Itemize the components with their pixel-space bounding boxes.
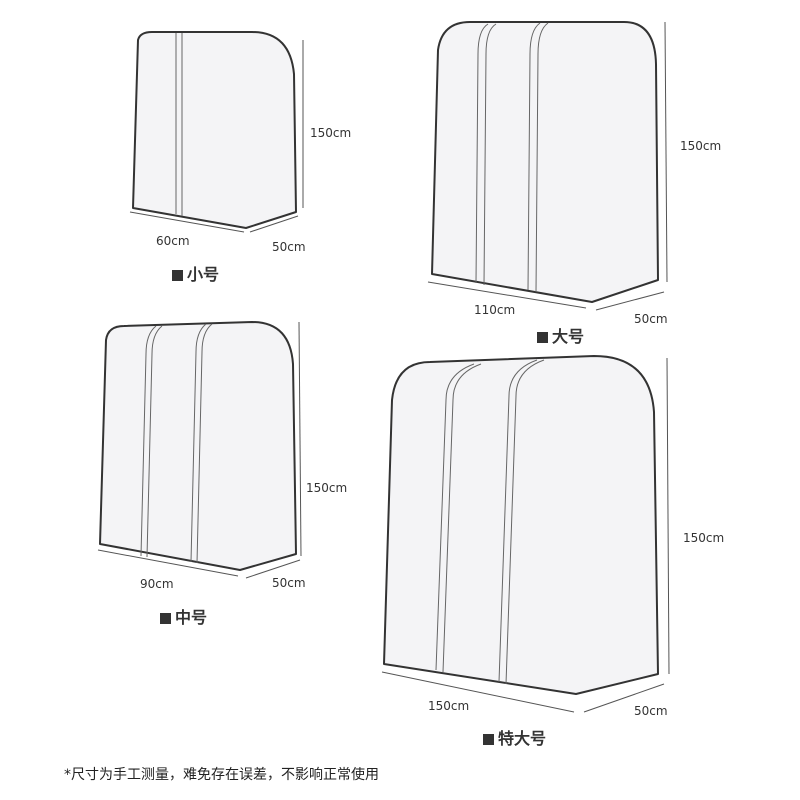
extra-large-depth-label: 50cm <box>634 704 668 718</box>
medium-depth-label: 50cm <box>272 576 306 590</box>
small-size-label: 小号 <box>172 266 219 284</box>
small-width-label: 60cm <box>156 234 190 248</box>
small-height-label: 150cm <box>310 126 352 140</box>
medium-width-label: 90cm <box>140 577 174 591</box>
extra-large-height-label: 150cm <box>683 531 725 545</box>
square-bullet-icon <box>172 270 183 281</box>
extra-large-size-label: 特大号 <box>483 730 546 748</box>
large-depth-label: 50cm <box>634 312 668 326</box>
large-width-label: 110cm <box>474 303 516 317</box>
cover-medium <box>97 321 302 579</box>
large-size-label: 大号 <box>537 328 584 346</box>
extra-large-width-label: 150cm <box>428 699 470 713</box>
square-bullet-icon <box>483 734 494 745</box>
small-depth-label: 50cm <box>272 240 306 254</box>
large-height-label: 150cm <box>680 139 722 153</box>
square-bullet-icon <box>160 613 171 624</box>
cover-large <box>427 21 668 311</box>
measurement-note: *尺寸为手工测量，难免存在误差，不影响正常使用 <box>64 767 379 783</box>
cover-extra-large <box>381 355 670 713</box>
medium-height-label: 150cm <box>306 481 348 495</box>
square-bullet-icon <box>537 332 548 343</box>
cover-small <box>129 31 304 233</box>
medium-size-label: 中号 <box>160 609 207 627</box>
